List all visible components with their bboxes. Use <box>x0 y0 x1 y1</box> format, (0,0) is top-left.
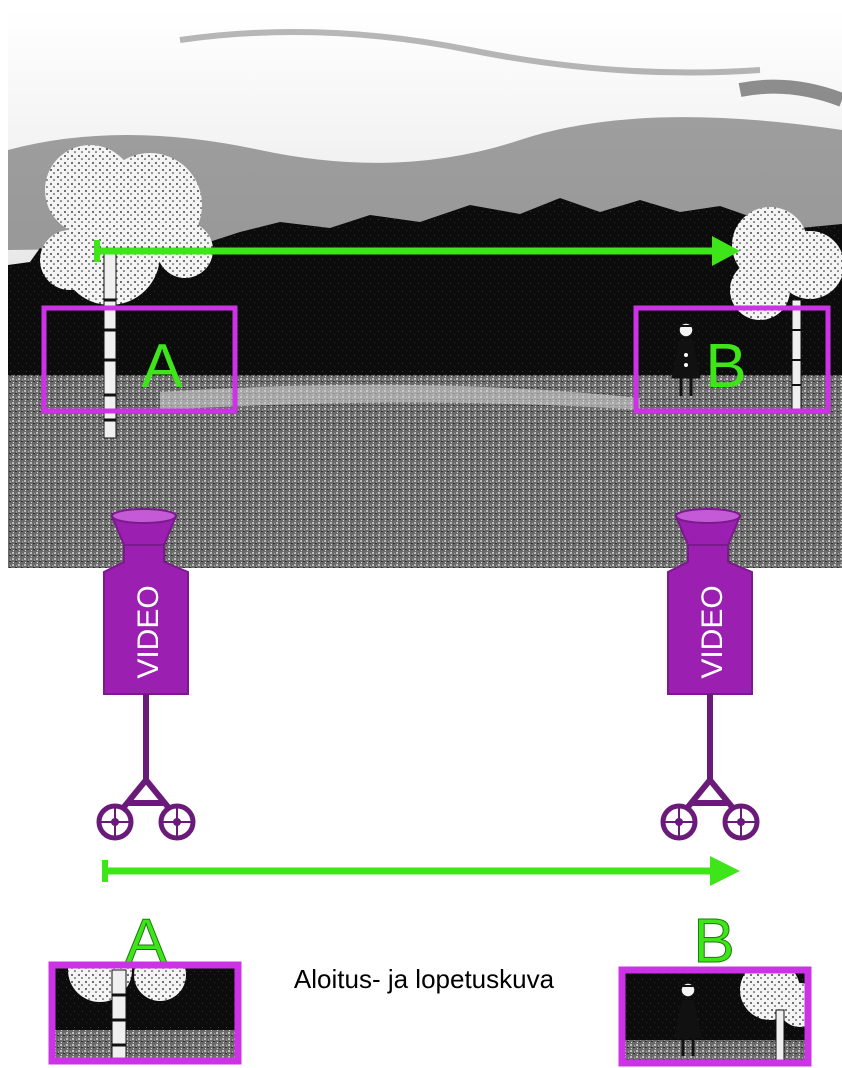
video-camera-right: VIDEO <box>667 508 753 695</box>
path <box>160 384 640 410</box>
frame-b-label: B <box>705 332 746 401</box>
dolly-tripod-left <box>96 694 196 841</box>
top-dolly-arrow <box>94 236 740 266</box>
frame-a-box <box>41 305 238 414</box>
dolly-tripod-right <box>660 694 760 841</box>
wheel-icon <box>96 803 134 841</box>
frame-b-box <box>633 305 831 414</box>
person-figure <box>671 322 701 396</box>
camera-left-label: VIDEO <box>132 585 165 678</box>
start-frame-thumbnail <box>48 961 242 1065</box>
frame-a-label: A <box>141 332 183 401</box>
bottom-dolly-arrow <box>102 856 740 886</box>
video-camera-left: VIDEO <box>103 508 189 695</box>
camera-body <box>667 544 753 695</box>
end-frame-thumbnail <box>618 966 812 1067</box>
camera-body <box>103 544 189 695</box>
end-frame-label: B <box>693 907 734 976</box>
frames-caption: Aloitus- ja lopetuskuva <box>294 964 555 994</box>
landscape-photo <box>8 8 842 568</box>
wheel-icon <box>660 803 698 841</box>
wheel-icon <box>722 803 760 841</box>
wheel-icon <box>158 803 196 841</box>
camera-right-label: VIDEO <box>696 585 729 678</box>
birch-tree-right <box>730 207 842 411</box>
birch-tree-left <box>40 145 213 439</box>
